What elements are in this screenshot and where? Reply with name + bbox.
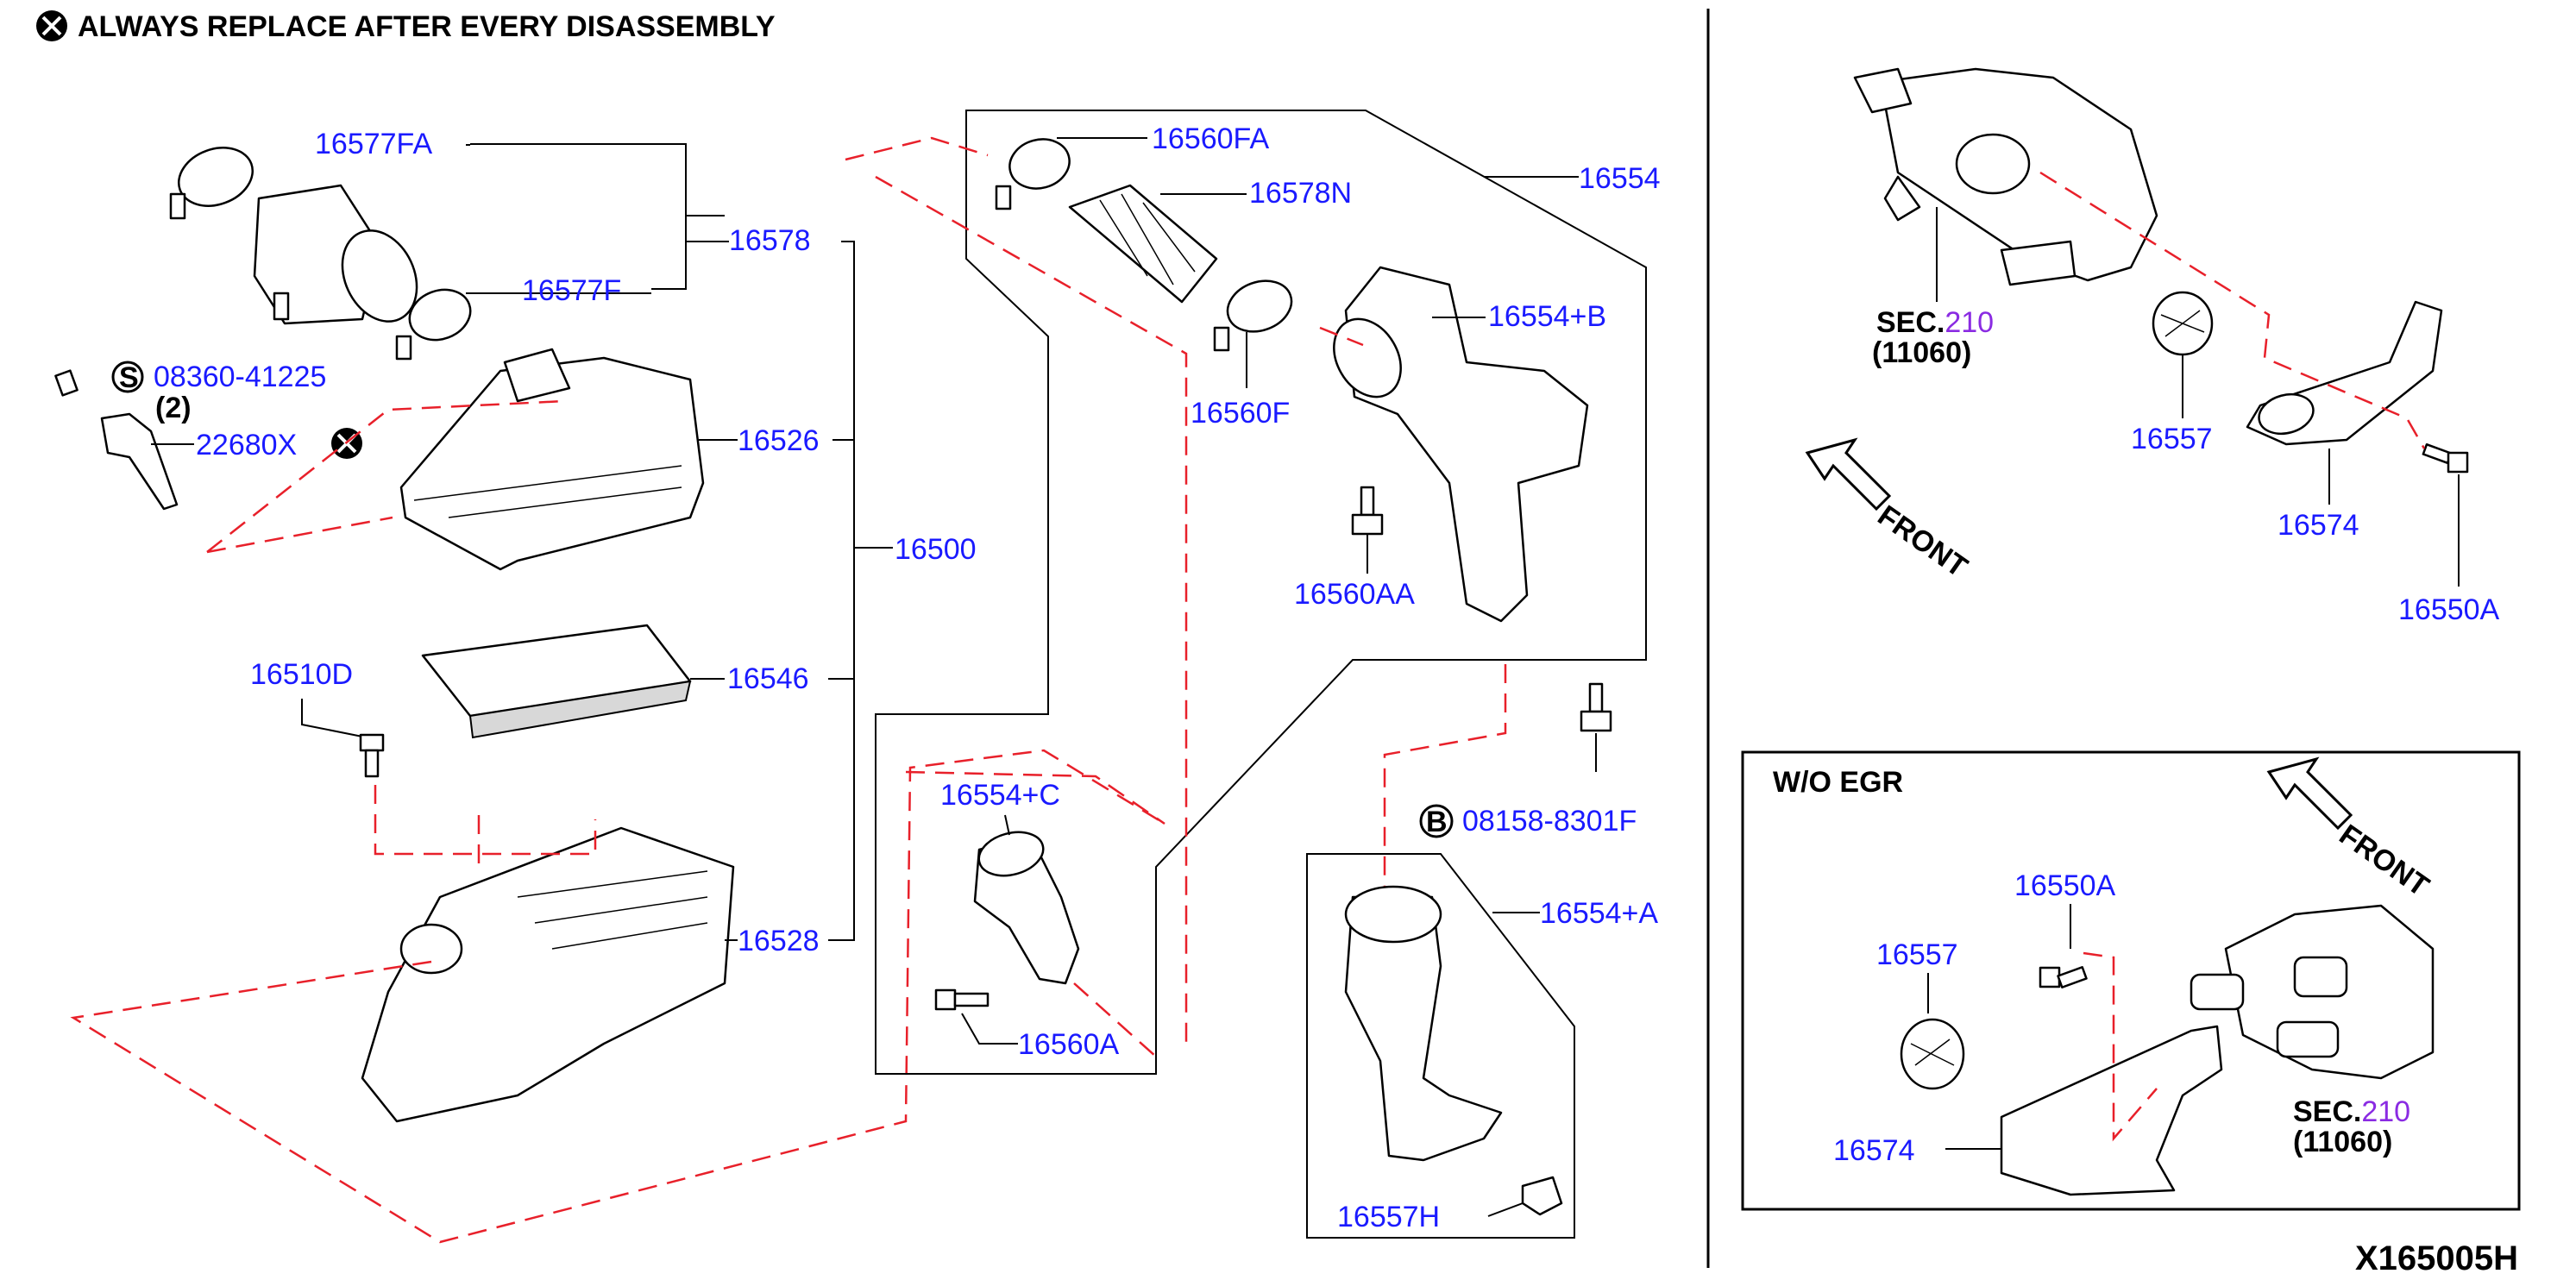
bolt-16560A — [934, 988, 990, 1011]
duct-16554C — [973, 831, 1080, 985]
air-cleaner-body-16528 — [361, 826, 735, 1123]
clamp-16560FA — [995, 138, 1071, 210]
callout-16526: 16526 — [738, 424, 820, 457]
cap-16557-top — [2152, 291, 2214, 356]
callout-22680X: 22680X — [196, 429, 297, 461]
replace-mark-x — [41, 16, 62, 36]
section-code-top: (11060) — [1872, 336, 1971, 369]
bolt-16560AA — [1351, 486, 1384, 536]
callout-16560AA: 16560AA — [1294, 578, 1415, 611]
duct-16554B — [1333, 266, 1589, 623]
svg-text:FRONT: FRONT — [2334, 819, 2435, 903]
cap-16557-inset — [1900, 1018, 1965, 1090]
bracket-16574-top — [2246, 300, 2443, 446]
callout-qty-2: (2) — [155, 392, 192, 424]
callout-16560FA: 16560FA — [1152, 122, 1269, 155]
callout-16578N: 16578N — [1249, 177, 1352, 210]
svg-text:FRONT: FRONT — [1872, 499, 1974, 584]
callout-16557H: 16557H — [1337, 1201, 1440, 1233]
water-outlet-housing-inset — [2190, 904, 2435, 1080]
svg-text:B: B — [1426, 806, 1448, 838]
section-code-inset: (11060) — [2293, 1126, 2392, 1158]
water-outlet-housing-top — [1853, 67, 2158, 286]
section-ref-top: SEC.210 — [1876, 306, 1994, 339]
bolt-16550A-top — [2422, 442, 2469, 474]
header-note: ALWAYS REPLACE AFTER EVERY DISASSEMBLY — [36, 10, 776, 43]
callout-16500: 16500 — [895, 533, 977, 566]
bolt-08158 — [1580, 682, 1612, 732]
duct-16554A — [1344, 885, 1503, 1162]
bolt-16510D — [359, 733, 385, 778]
svg-text:S: S — [119, 361, 139, 394]
callout-16557-inset: 16557 — [1876, 938, 1958, 971]
callout-08360-41225: 08360-41225 — [154, 361, 326, 393]
duct-16578-assembly — [169, 147, 472, 361]
b-circle-icon — [1419, 804, 1454, 838]
inset-frame — [1741, 750, 2521, 1211]
bracket-16574-inset — [2000, 1025, 2223, 1196]
callout-16554C: 16554+C — [940, 779, 1060, 812]
callout-16554A: 16554+A — [1540, 897, 1658, 930]
header-note-text: ALWAYS REPLACE AFTER EVERY DISASSEMBLY — [78, 10, 776, 43]
front-arrow-icon: FRONT — [1805, 437, 1974, 584]
callout-16510D: 16510D — [250, 658, 353, 691]
bolt-16550A-inset — [2039, 966, 2088, 988]
sensor-22680X — [54, 369, 179, 511]
hose-16578N — [1068, 184, 1218, 304]
clip-16557H — [1521, 1176, 1563, 1216]
callout-16574-top: 16574 — [2278, 509, 2359, 542]
air-filter-16546 — [421, 624, 692, 739]
section-ref-inset: SEC.210 — [2293, 1095, 2410, 1128]
callout-16560F: 16560F — [1191, 397, 1290, 430]
callout-16554: 16554 — [1579, 162, 1661, 195]
callout-16550A-top: 16550A — [2398, 593, 2500, 626]
clamp-16560F — [1213, 279, 1293, 352]
s-circle-icon — [111, 361, 144, 393]
diagram-code: X165005H — [2355, 1239, 2518, 1277]
callout-16557-top: 16557 — [2131, 423, 2213, 455]
callout-16578: 16578 — [729, 224, 811, 257]
callout-16577FA: 16577FA — [315, 128, 432, 160]
callout-08158-8301F: 08158-8301F — [1462, 805, 1637, 838]
front-arrow-icon-inset: FRONT — [2266, 756, 2435, 903]
callout-16560A: 16560A — [1018, 1028, 1120, 1061]
callout-16574-inset: 16574 — [1833, 1134, 1915, 1167]
callout-16546: 16546 — [727, 662, 809, 695]
air-cleaner-cover-16526 — [399, 348, 705, 571]
callout-16554B: 16554+B — [1488, 300, 1606, 333]
callout-16577F: 16577F — [522, 274, 621, 307]
callout-16528: 16528 — [738, 925, 820, 957]
inset-title: W/O EGR — [1773, 766, 1903, 799]
callout-16550A-inset: 16550A — [2014, 869, 2116, 902]
